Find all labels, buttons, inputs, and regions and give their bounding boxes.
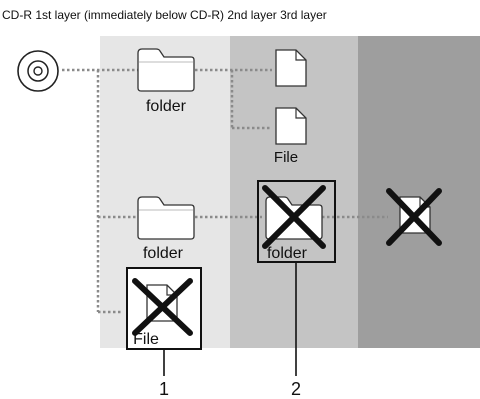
folder-excluded-label: folder <box>267 245 308 262</box>
folder-icon <box>137 196 195 240</box>
connector-lines <box>62 68 388 314</box>
folder-icon <box>137 48 195 92</box>
layer-2-band <box>230 36 358 348</box>
file-icon <box>275 107 307 145</box>
cross-out-icon <box>132 278 193 336</box>
diagram-header: CD-R 1st layer (immediately below CD-R) … <box>2 8 327 22</box>
folder-top-label: folder <box>146 98 187 115</box>
folder-bottom-label: folder <box>143 245 184 262</box>
layer-3-band <box>358 36 480 348</box>
file-top-label: File <box>274 149 298 166</box>
cd-disc-icon <box>17 50 59 92</box>
file-icon <box>275 49 307 87</box>
callout-2-number: 2 <box>291 379 301 399</box>
cross-out-icon <box>262 185 326 249</box>
callout-1-number: 1 <box>159 379 169 399</box>
cross-out-icon <box>386 188 442 246</box>
file-excluded-label: File <box>133 331 159 348</box>
